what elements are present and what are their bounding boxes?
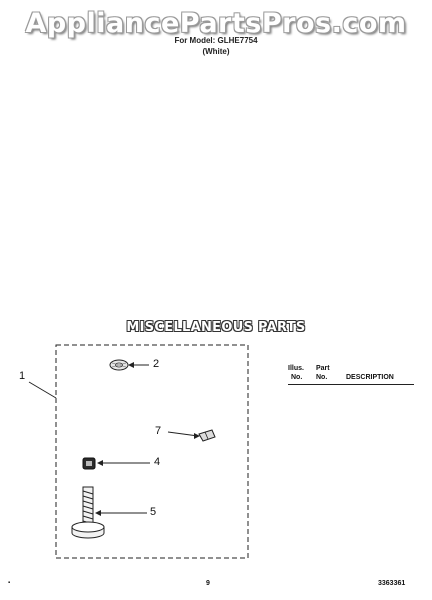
footer-mark: ▪ (8, 580, 11, 586)
col-illus-bottom: No. (291, 374, 303, 381)
model-color: (White) (202, 47, 230, 56)
model-line: For Model: GLHE7754 (174, 36, 258, 45)
callout-4: 4 (154, 456, 161, 468)
kit-dashed-frame (55, 344, 249, 559)
col-part-top: Part (316, 365, 330, 372)
leader-line-1 (28, 381, 57, 399)
watermark: AppliancePartsPros.com (25, 8, 407, 39)
callout-5: 5 (150, 506, 157, 518)
callout-1: 1 (19, 370, 26, 382)
parts-table-header: Illus. Part No. No. DESCRIPTION (288, 365, 414, 383)
part-5-icon (71, 486, 105, 539)
document-code: 3363361 (378, 580, 406, 587)
callout-2: 2 (153, 358, 160, 370)
table-header-rule (288, 384, 414, 385)
part-4-icon (82, 457, 96, 470)
page-number: 9 (206, 580, 210, 587)
leader-line-7 (167, 431, 199, 437)
col-illus-top: Illus. (288, 365, 304, 372)
col-part-bottom: No. (316, 374, 328, 381)
col-description: DESCRIPTION (346, 374, 394, 381)
part-7-icon (198, 429, 216, 442)
section-title: MISCELLANEOUS PARTS (126, 320, 306, 335)
callout-7: 7 (155, 425, 162, 437)
part-2-icon (109, 359, 129, 371)
